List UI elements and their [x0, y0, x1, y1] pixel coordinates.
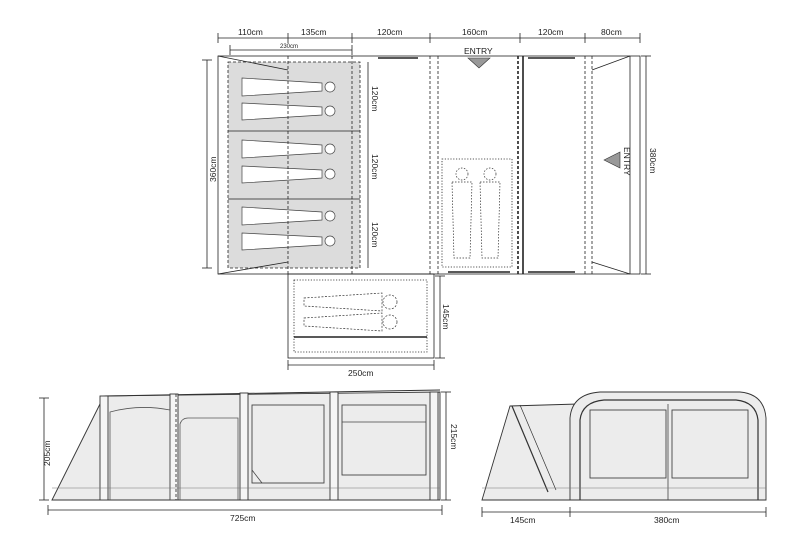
- dim-label: 160cm: [462, 27, 488, 37]
- dim-label: 120cm: [370, 222, 380, 248]
- dim-label: 120cm: [377, 27, 403, 37]
- dim-label: 120cm: [538, 27, 564, 37]
- entry-label: ENTRY: [622, 147, 632, 176]
- dim-label: 215cm: [449, 424, 459, 450]
- dim-label: 120cm: [370, 154, 380, 180]
- dim-label: 145cm: [441, 304, 451, 330]
- dim-label: 120cm: [370, 86, 380, 112]
- entry-arrow-icon: [467, 57, 491, 69]
- dim-label: 110cm: [238, 27, 263, 37]
- dim-label: 380cm: [648, 148, 658, 174]
- dim-label: 725cm: [230, 513, 256, 523]
- side-view: 205cm 215cm 725cm: [39, 389, 459, 523]
- entry-label: ENTRY: [464, 46, 493, 56]
- dim-label: 230cm: [280, 44, 298, 50]
- sleeping-area: [441, 158, 513, 268]
- entry-arrow-icon: [603, 151, 621, 169]
- dim-label: 80cm: [601, 27, 622, 37]
- dim-label: 380cm: [654, 515, 680, 525]
- floor-plan: 110cm 135cm 120cm 160cm 120cm 80cm 230cm: [202, 27, 658, 378]
- dim-label: 250cm: [348, 368, 374, 378]
- dim-label: 135cm: [301, 27, 327, 37]
- dim-label: 205cm: [42, 440, 52, 466]
- dim-label: 145cm: [510, 515, 536, 525]
- end-view: 145cm 380cm: [481, 391, 767, 525]
- dim-label: 360cm: [208, 156, 218, 182]
- annex-outline: [287, 273, 435, 359]
